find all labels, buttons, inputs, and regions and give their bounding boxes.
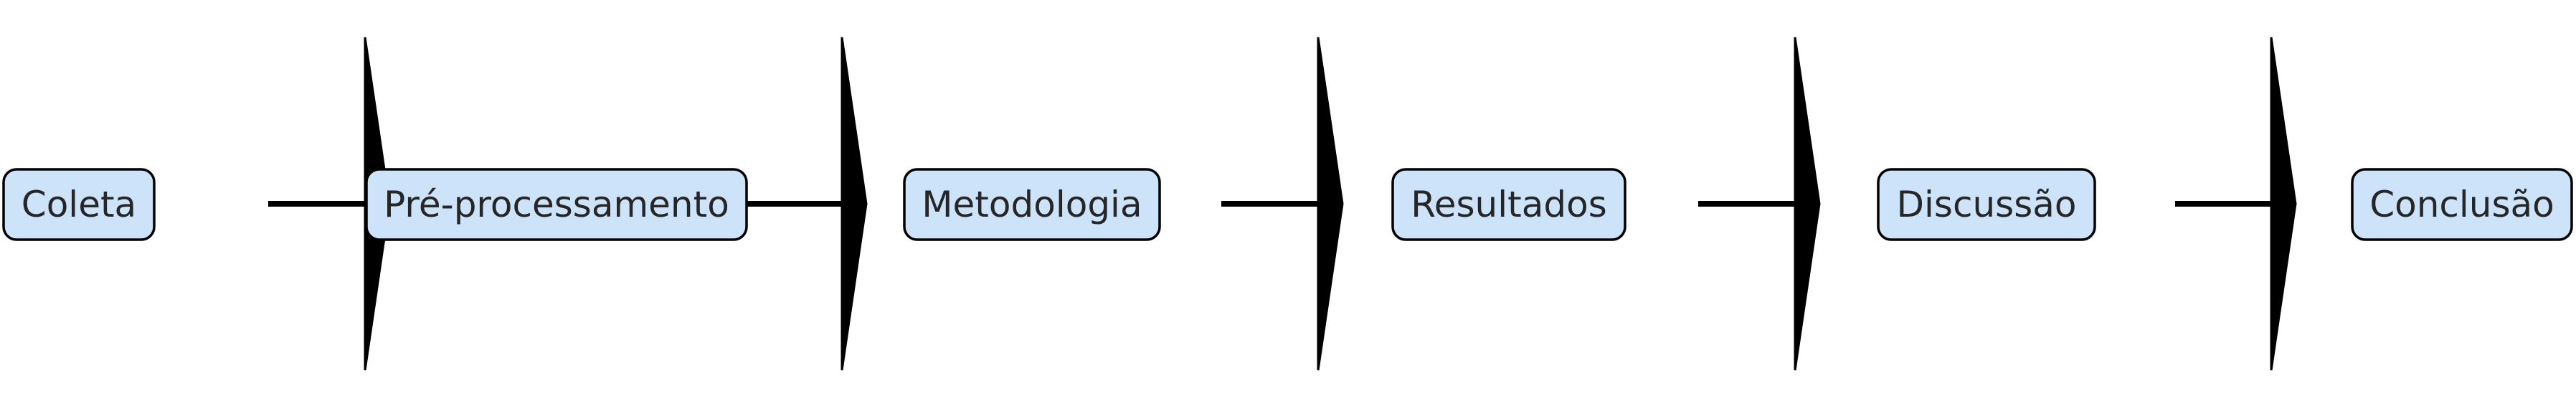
connector-5 (2175, 37, 2297, 371)
connector-4 (1698, 37, 1821, 371)
node-discussao: Discussão (1877, 168, 2096, 241)
arrow-head-icon (840, 37, 868, 371)
arrow-head-icon (2270, 37, 2297, 371)
connector-2 (743, 37, 868, 371)
node-label: Coleta (22, 184, 136, 225)
node-label: Metodologia (922, 184, 1142, 225)
node-label: Resultados (1411, 184, 1607, 225)
node-coleta: Coleta (2, 168, 156, 241)
node-pre-processamento: Pré-processamento (365, 168, 748, 241)
connector-3 (1221, 37, 1344, 371)
node-label: Pré-processamento (384, 184, 729, 225)
node-box (365, 168, 748, 241)
arrow-head-icon (1317, 37, 1344, 371)
node-label: Discussão (1897, 184, 2077, 225)
node-box (2, 168, 156, 241)
node-box (1391, 168, 1626, 241)
node-box (2351, 168, 2573, 241)
arrow-head-icon (1794, 37, 1821, 371)
node-metodologia: Metodologia (903, 168, 1161, 241)
node-label: Conclusão (2369, 184, 2554, 225)
node-box (903, 168, 1161, 241)
node-conclusao: Conclusão (2351, 168, 2573, 241)
node-box (1877, 168, 2096, 241)
node-resultados: Resultados (1391, 168, 1626, 241)
